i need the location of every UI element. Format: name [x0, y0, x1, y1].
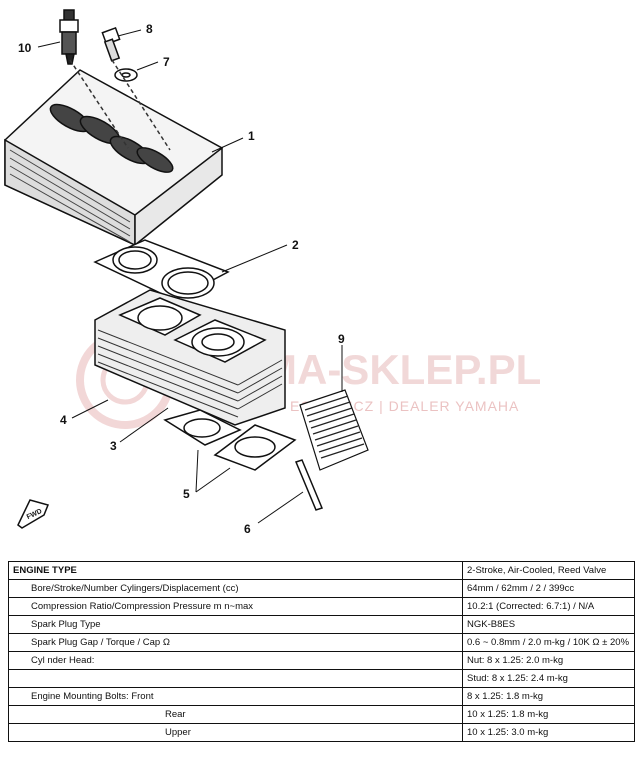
spec-value: 10 x 1.25: 3.0 m-kg: [462, 723, 635, 742]
callout-3: 3: [110, 439, 117, 453]
spec-value: 2-Stroke, Air-Cooled, Reed Valve: [462, 561, 635, 580]
spec-label: Engine Mounting Bolts: Front: [8, 687, 463, 706]
spec-label: [8, 669, 463, 688]
spec-label: Spark Plug Type: [8, 615, 463, 634]
spec-value: 10.2:1 (Corrected: 6.7:1) / N/A: [462, 597, 635, 616]
spec-value: Nut: 8 x 1.25: 2.0 m-kg: [462, 651, 635, 670]
head-gasket-part: [93, 239, 230, 301]
callout-2: 2: [292, 238, 299, 252]
forward-arrow-icon: FWD: [17, 499, 50, 529]
callout-7: 7: [163, 55, 170, 69]
callout-1: 1: [248, 129, 255, 143]
spec-value: 10 x 1.25: 1.8 m-kg: [462, 705, 635, 724]
callout-9: 9: [338, 332, 345, 346]
spec-label: Compression Ratio/Compression Pressure m…: [8, 597, 463, 616]
leader-lines: [37, 29, 343, 524]
washer-part: [114, 68, 138, 82]
spec-label: Rear: [8, 705, 463, 724]
table-row: Bore/Stroke/Number Cylingers/Displacemen…: [8, 579, 635, 598]
cylinder-block-part: [94, 289, 286, 426]
spec-value: 8 x 1.25: 1.8 m-kg: [462, 687, 635, 706]
callout-8: 8: [146, 22, 153, 36]
spec-label: Spark Plug Gap / Torque / Cap Ω: [8, 633, 463, 652]
callout-4: 4: [60, 413, 67, 427]
spec-label: ENGINE TYPE: [8, 561, 463, 580]
callout-10: 10: [18, 41, 32, 55]
spec-label: Upper: [8, 723, 463, 742]
table-row: Spark Plug Type NGK-B8ES: [8, 615, 635, 634]
spec-value: NGK-B8ES: [462, 615, 635, 634]
spec-value: 0.6 ~ 0.8mm / 2.0 m-kg / 10K Ω ± 20%: [462, 633, 635, 652]
stud-part: [294, 459, 324, 511]
watermark-title: MA-SKLEP.PL: [262, 346, 541, 393]
table-row: Rear 10 x 1.25: 1.8 m-kg: [8, 705, 635, 724]
callout-6: 6: [244, 522, 251, 536]
spark-plug-part: [59, 9, 79, 65]
table-row: Upper 10 x 1.25: 3.0 m-kg: [8, 723, 635, 742]
spec-value: 64mm / 62mm / 2 / 399cc: [462, 579, 635, 598]
exploded-parts-diagram: MA-SKLEP.PL ECHOWICZ | DEALER YAMAHA: [4, 9, 541, 536]
spec-value: Stud: 8 x 1.25: 2.4 m-kg: [462, 669, 635, 688]
callout-5: 5: [183, 487, 190, 501]
spec-label: Cyl nder Head:: [8, 651, 463, 670]
table-row: Compression Ratio/Compression Pressure m…: [8, 597, 635, 616]
cylinder-head-part: [4, 59, 224, 247]
table-row: Stud: 8 x 1.25: 2.4 m-kg: [8, 669, 635, 688]
spec-label: Bore/Stroke/Number Cylingers/Displacemen…: [8, 579, 463, 598]
callouts: 10 8 7 1 2 9 4 3 5 6: [18, 22, 345, 536]
table-row: Engine Mounting Bolts: Front 8 x 1.25: 1…: [8, 687, 635, 706]
reed-valve-part: [299, 389, 369, 471]
table-row: Spark Plug Gap / Torque / Cap Ω 0.6 ~ 0.…: [8, 633, 635, 652]
engine-spec-table: ENGINE TYPE 2-Stroke, Air-Cooled, Reed V…: [8, 561, 635, 742]
base-gasket-part: [163, 409, 297, 471]
bolt-part: [101, 27, 121, 62]
table-row: Cyl nder Head: Nut: 8 x 1.25: 2.0 m-kg: [8, 651, 635, 670]
table-row: ENGINE TYPE 2-Stroke, Air-Cooled, Reed V…: [8, 561, 635, 580]
